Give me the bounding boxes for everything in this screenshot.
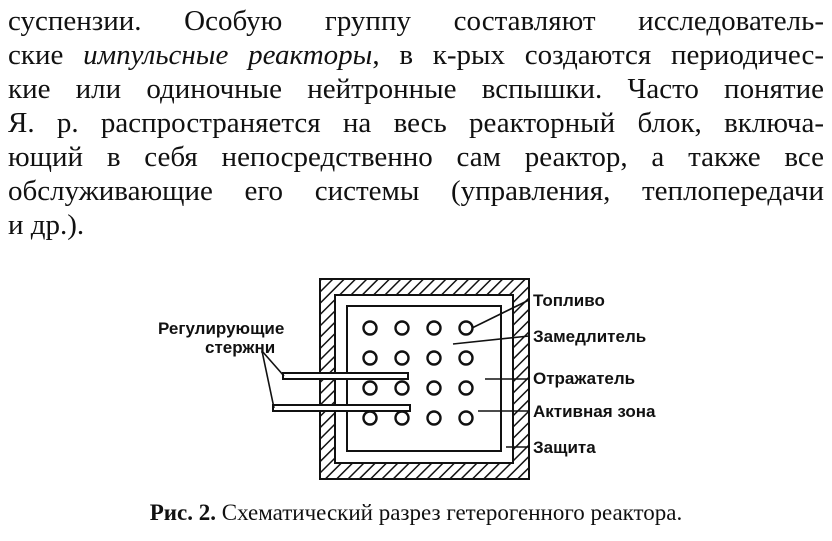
caption-label: Рис. 2.: [149, 500, 216, 525]
text-line-5: ющий в себя непосредственно сам реактор,…: [8, 141, 824, 173]
text-line-3: кие или одиночные нейтронные вспышки. Ча…: [8, 73, 824, 105]
fuel-element: [394, 350, 410, 366]
rods-leader-1: [261, 350, 285, 377]
label-shield: Защита: [533, 438, 596, 457]
text-line-6: обслуживающие его системы (управления, т…: [8, 175, 824, 207]
control-rod-lower: [272, 404, 411, 412]
text-line-7: и др.).: [8, 209, 85, 241]
label-rods-1: Регулирующие: [158, 319, 284, 338]
rods-leader-2: [261, 350, 275, 409]
moderator-leader: [452, 335, 530, 345]
fuel-element: [426, 320, 442, 336]
italic-term: импульсные реакторы: [83, 39, 373, 71]
fuel-leader: [471, 299, 530, 329]
label-core: Активная зона: [533, 402, 656, 421]
fuel-element: [426, 410, 442, 426]
fuel-grid: [362, 320, 474, 426]
text-line-2: ские импульсные реакторы, в к-рых создаю…: [8, 39, 824, 71]
caption-text: Схематический разрез гетерогенного реакт…: [221, 500, 683, 525]
fuel-element: [362, 350, 378, 366]
figure-caption: Рис. 2. Схематический разрез гетерогенно…: [0, 500, 832, 526]
label-rods-2: стержни: [205, 338, 275, 357]
text-line-4: Я. р. распространяется на весь реакторны…: [8, 107, 824, 139]
fuel-element: [362, 380, 378, 396]
fuel-element: [458, 410, 474, 426]
label-moderator: Замедлитель: [533, 327, 646, 346]
label-fuel: Топливо: [533, 291, 605, 310]
text-line-1: суспензии. Особую группу составляют иссл…: [8, 5, 824, 37]
fuel-element: [394, 380, 410, 396]
fuel-element: [394, 320, 410, 336]
fuel-element: [426, 380, 442, 396]
fuel-element: [426, 350, 442, 366]
fuel-element: [458, 350, 474, 366]
body-paragraph: суспензии. Особую группу составляют иссл…: [8, 4, 824, 242]
label-reflector: Отражатель: [533, 369, 635, 388]
fuel-element: [362, 320, 378, 336]
control-rod-upper: [282, 372, 409, 380]
fuel-element: [458, 380, 474, 396]
